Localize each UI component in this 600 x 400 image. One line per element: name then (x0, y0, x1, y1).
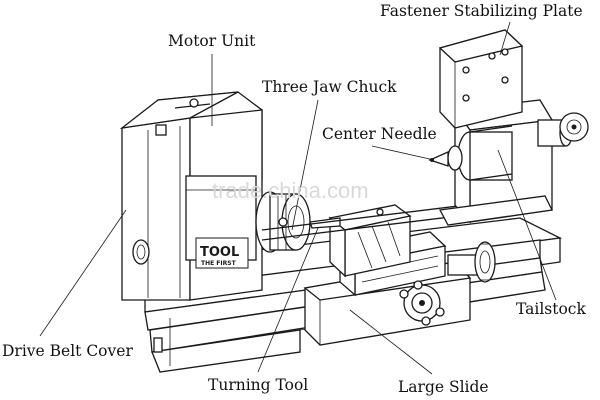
large-slide (303, 231, 472, 346)
label-fastener-plate: Fastener Stabilizing Plate (380, 2, 583, 20)
label-drive-belt-cover: Drive Belt Cover (2, 342, 133, 360)
watermark-text: trade.china.com (212, 178, 369, 203)
label-tailstock: Tailstock (516, 300, 586, 318)
label-turning-tool: Turning Tool (208, 376, 308, 394)
leader-slide (349, 309, 433, 375)
cross-slide-handwheel (399, 280, 445, 326)
leader-center (371, 145, 435, 161)
label-motor-unit: Motor Unit (168, 32, 256, 50)
leader-tailstock (497, 149, 557, 301)
tailstock (438, 99, 589, 226)
leader-fastener (499, 21, 511, 56)
logo-main-text: TOOL (200, 245, 239, 260)
center-needle (428, 145, 463, 171)
tool-post (309, 204, 412, 278)
logo-sub-text: THE FIRST (201, 260, 237, 267)
brand-logo: TOOL THE FIRST (195, 237, 249, 269)
leader-lines (39, 21, 557, 375)
three-jaw-chuck (255, 191, 311, 253)
logo-plate (195, 237, 249, 269)
leader-belt (39, 209, 127, 337)
label-three-jaw-chuck: Three Jaw Chuck (262, 78, 397, 96)
label-center-needle: Center Needle (322, 125, 437, 143)
fastener-stabilizing-plate (438, 29, 524, 129)
label-large-slide: Large Slide (398, 378, 489, 396)
leader-tool (257, 227, 319, 373)
leader-chuck (291, 99, 319, 231)
carriage-handwheel (447, 241, 496, 283)
